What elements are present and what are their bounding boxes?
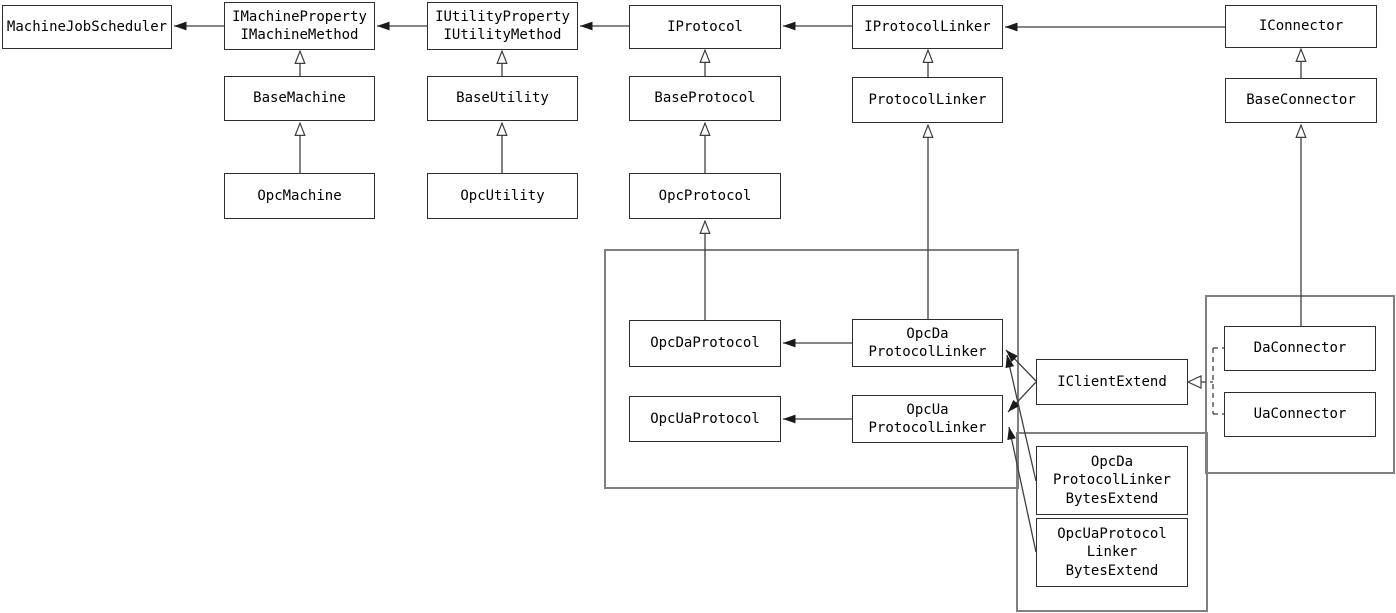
node-base-utility: BaseUtility xyxy=(427,76,578,121)
node-machine-job-scheduler: MachineJobScheduler xyxy=(2,5,172,49)
arrow-opcuabytesextend-to-opcualinker xyxy=(1007,426,1037,553)
container-bytes-extend-group xyxy=(1016,432,1208,612)
node-opc-ua-protocol: OpcUaProtocol xyxy=(629,396,781,442)
node-opc-da-protocol-linker: OpcDa ProtocolLinker xyxy=(852,319,1003,367)
node-opc-ua-protocol-linker: OpcUa ProtocolLinker xyxy=(852,395,1003,443)
arrow-iclientextend-to-opcdalinker xyxy=(1005,349,1037,382)
container-opc-protocol-group xyxy=(604,249,1019,489)
node-opc-ua-protocol-linker-bytes-extend: OpcUaProtocol Linker BytesExtend xyxy=(1036,518,1188,587)
node-iclient-extend: IClientExtend xyxy=(1036,359,1188,405)
node-opc-da-protocol-linker-bytes-extend: OpcDa ProtocolLinker BytesExtend xyxy=(1036,446,1188,515)
node-da-connector: DaConnector xyxy=(1224,326,1376,371)
node-protocol-linker: ProtocolLinker xyxy=(852,77,1003,123)
node-opc-utility: OpcUtility xyxy=(427,173,578,219)
node-base-protocol: BaseProtocol xyxy=(629,76,781,121)
node-iutility-property-method: IUtilityProperty IUtilityMethod xyxy=(427,2,578,50)
realization-hollow-triangle xyxy=(1186,375,1202,389)
realization-dashed-connectors-to-iclientextend xyxy=(1201,347,1224,415)
node-opc-machine: OpcMachine xyxy=(224,173,375,219)
arrow-iclientextend-to-opcualinker xyxy=(1007,381,1037,413)
container-connector-group xyxy=(1205,295,1395,474)
node-opc-protocol: OpcProtocol xyxy=(629,173,781,219)
node-iprotocol: IProtocol xyxy=(629,5,781,49)
node-base-machine: BaseMachine xyxy=(224,76,375,121)
node-base-connector: BaseConnector xyxy=(1225,78,1377,123)
node-iconnector: IConnector xyxy=(1225,5,1377,48)
node-imachine-property-method: IMachineProperty IMachineMethod xyxy=(224,2,375,50)
arrow-opcdabytesextend-to-opcdalinker xyxy=(1005,354,1037,482)
node-ua-connector: UaConnector xyxy=(1224,392,1376,437)
node-opc-da-protocol: OpcDaProtocol xyxy=(629,320,781,367)
node-iprotocol-linker: IProtocolLinker xyxy=(852,5,1003,49)
